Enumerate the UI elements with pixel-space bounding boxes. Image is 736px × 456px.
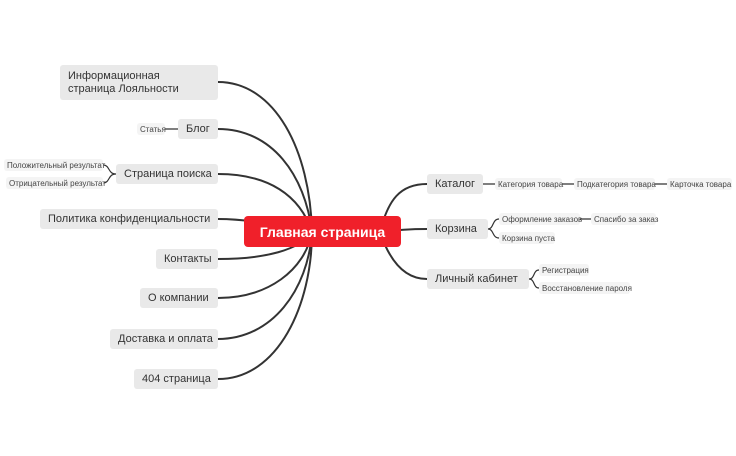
link-delivery — [217, 231, 313, 340]
node-search-positive-label: Положительный результат — [7, 160, 106, 170]
node-catalog-subcategory[interactable]: Подкатегория товара — [574, 178, 656, 190]
node-cart-label: Корзина — [435, 222, 477, 235]
node-account[interactable]: Личный кабинет — [427, 269, 529, 289]
link-blog — [217, 128, 313, 233]
node-account-restore-label: Восстановление пароля — [542, 283, 632, 293]
node-catalog-category[interactable]: Категория товара — [495, 178, 564, 190]
node-cart-empty-label: Корзина пуста — [502, 233, 555, 243]
node-delivery[interactable]: Доставка и оплата — [110, 329, 218, 349]
node-blog-article[interactable]: Статья — [137, 123, 166, 135]
node-account-label: Личный кабинет — [435, 272, 518, 285]
link-loyalty — [217, 81, 313, 233]
root-label: Главная страница — [259, 223, 386, 240]
node-cart-thanks-label: Спасибо за заказ — [594, 214, 659, 224]
node-blog-label: Блог — [186, 122, 210, 135]
node-cart-empty[interactable]: Корзина пуста — [499, 232, 555, 244]
node-loyalty-label: Информационная страница Лояльности — [68, 69, 179, 95]
node-search-negative-label: Отрицательный результат — [9, 178, 106, 188]
link-account-children — [528, 269, 540, 289]
node-cart-thanks[interactable]: Спасибо за заказ — [591, 213, 659, 225]
node-catalog-card-label: Карточка товара — [670, 179, 732, 189]
node-search-label: Страница поиска — [124, 167, 212, 180]
node-loyalty[interactable]: Информационная страница Лояльности — [60, 65, 218, 100]
node-account-restore[interactable]: Восстановление пароля — [539, 282, 632, 294]
node-catalog-category-label: Категория товара — [498, 179, 564, 189]
node-catalog[interactable]: Каталог — [427, 174, 483, 194]
node-about[interactable]: О компании — [140, 288, 218, 308]
node-blog-article-label: Статья — [140, 124, 166, 134]
node-search[interactable]: Страница поиска — [116, 164, 218, 184]
node-notfound-label: 404 страница — [142, 372, 211, 385]
node-privacy-label: Политика конфиденциальности — [48, 212, 211, 225]
node-notfound[interactable]: 404 страница — [134, 369, 218, 389]
link-search-results — [103, 164, 117, 184]
node-account-register[interactable]: Регистрация — [539, 264, 589, 276]
node-delivery-label: Доставка и оплата — [118, 332, 213, 345]
node-blog[interactable]: Блог — [178, 119, 218, 139]
link-cart-children — [487, 218, 500, 239]
root-node[interactable]: Главная страница — [244, 216, 401, 247]
node-cart-order-label: Оформление заказов — [502, 214, 583, 224]
node-catalog-label: Каталог — [435, 177, 475, 190]
node-contacts-label: Контакты — [164, 252, 212, 265]
node-about-label: О компании — [148, 291, 209, 304]
node-cart-order[interactable]: Оформление заказов — [499, 213, 583, 225]
node-contacts[interactable]: Контакты — [156, 249, 218, 269]
node-search-negative[interactable]: Отрицательный результат — [6, 177, 106, 189]
node-catalog-subcategory-label: Подкатегория товара — [577, 179, 656, 189]
node-privacy[interactable]: Политика конфиденциальности — [40, 209, 218, 229]
node-cart[interactable]: Корзина — [427, 219, 488, 239]
node-account-register-label: Регистрация — [542, 265, 589, 275]
node-search-positive[interactable]: Положительный результат — [4, 159, 106, 171]
node-catalog-card[interactable]: Карточка товара — [667, 178, 732, 190]
link-notfound — [217, 231, 313, 380]
